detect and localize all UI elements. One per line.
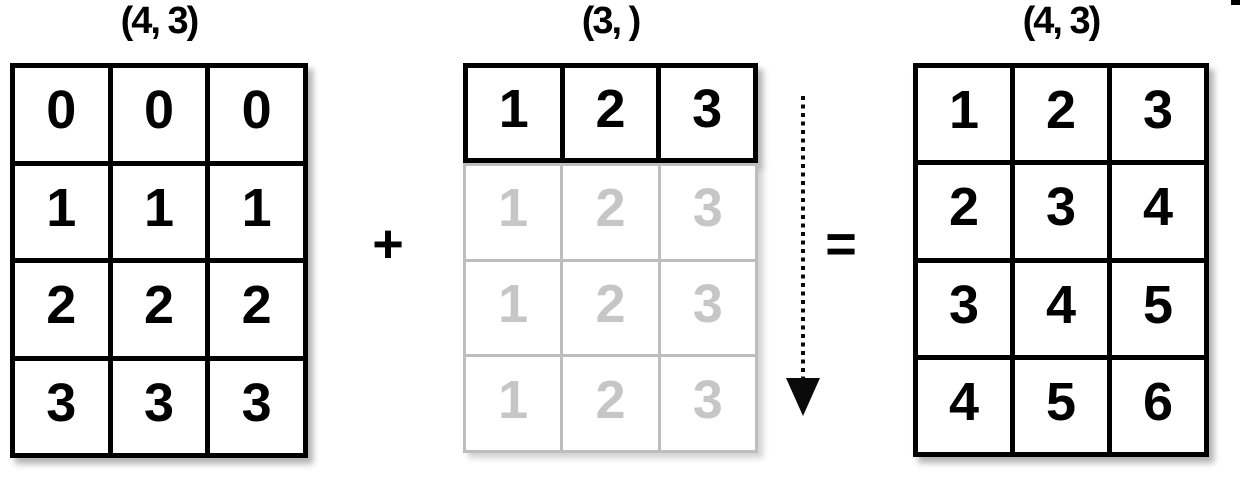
matrix-cell: 1: [210, 165, 303, 258]
matrix-cell: 1: [112, 165, 206, 258]
result-matrix: 1 2 3 2 3 4 3 4 5 4 5 6: [913, 63, 1209, 457]
down-arrow-dotted-line: [801, 96, 805, 380]
matrix-cell: 0: [210, 68, 303, 161]
broadcast-ghost-rows: 1 2 3 1 2 3 1 2 3: [463, 163, 758, 453]
ghost-cell: 2: [563, 166, 658, 259]
matrix-cell: 3: [15, 360, 108, 453]
ghost-cell: 2: [563, 261, 658, 355]
ghost-cell: 2: [563, 357, 658, 450]
matrix-cell: 0: [15, 68, 108, 161]
ghost-cell: 1: [466, 166, 561, 259]
matrix-cell: 4: [1112, 165, 1204, 258]
matrix-cell: 3: [1112, 68, 1204, 161]
left-matrix: 0 0 0 1 1 1 2 2 2 3 3 3: [10, 63, 308, 458]
matrix-cell: 1: [15, 165, 108, 258]
plus-operator: +: [372, 214, 404, 274]
matrix-cell: 3: [1015, 165, 1107, 258]
middle-vector-row: 1 2 3: [463, 63, 758, 163]
matrix-cell: 3: [661, 68, 753, 158]
ghost-cell: 3: [660, 261, 755, 355]
matrix-cell: 2: [15, 263, 108, 356]
ghost-cell: 1: [466, 357, 561, 450]
matrix-cell: 2: [210, 263, 303, 356]
matrix-cell: 4: [918, 359, 1010, 452]
matrix-cell: 3: [918, 262, 1010, 355]
matrix-cell: 2: [564, 68, 657, 158]
matrix-cell: 5: [1015, 359, 1107, 452]
matrix-cell: 2: [918, 165, 1010, 258]
matrix-cell: 6: [1112, 359, 1204, 452]
matrix-cell: 0: [112, 68, 206, 161]
matrix-cell: 1: [468, 68, 560, 158]
matrix-cell: 5: [1112, 262, 1204, 355]
shape-label-result: (4, 3): [1022, 0, 1102, 42]
matrix-cell: 3: [210, 360, 303, 453]
matrix-cell: 1: [918, 68, 1010, 161]
matrix-cell: 4: [1015, 262, 1107, 355]
matrix-cell: 3: [112, 360, 206, 453]
ghost-cell: 3: [660, 357, 755, 450]
down-arrowhead-icon: [786, 378, 820, 416]
ghost-cell: 3: [660, 166, 755, 259]
corner-artifact: [1231, 0, 1240, 5]
matrix-cell: 2: [112, 263, 206, 356]
shape-label-left: (4, 3): [120, 0, 200, 42]
matrix-cell: 2: [1015, 68, 1107, 161]
ghost-cell: 1: [466, 261, 561, 355]
equals-operator: =: [825, 214, 857, 274]
shape-label-middle: (3, ): [581, 0, 642, 42]
